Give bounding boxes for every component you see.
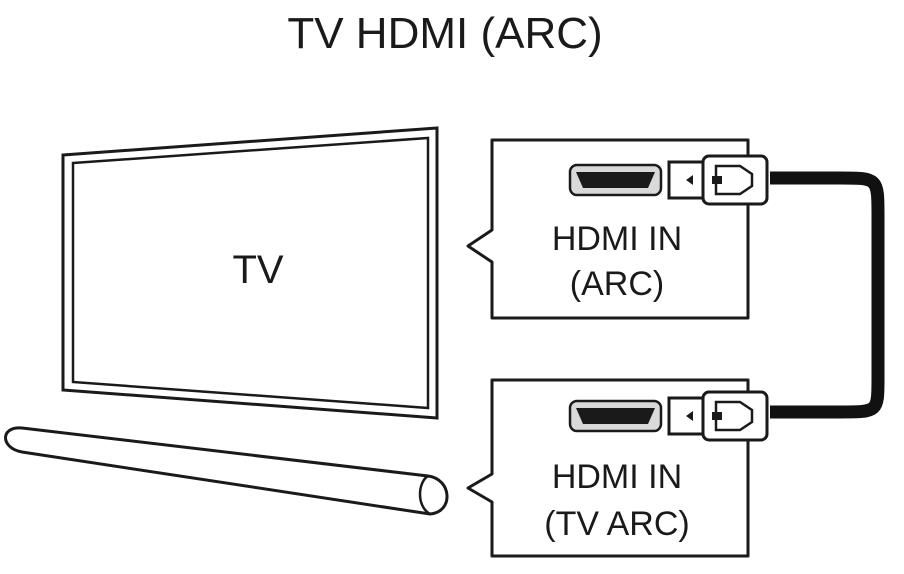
hdmi-port-icon [568, 163, 663, 197]
diagram-title: TV HDMI (ARC) [287, 9, 602, 58]
hdmi-plug-icon [667, 154, 769, 206]
hdmi-cable-icon [770, 171, 885, 419]
tv-icon: TV [61, 126, 439, 420]
tv-hdmi-panel: HDMI IN (ARC) [466, 138, 769, 320]
tv-panel-label-line1: HDMI IN [552, 220, 682, 258]
soundbar-panel-label-line1: HDMI IN [552, 458, 682, 496]
tv-label: TV [232, 248, 283, 292]
soundbar-icon [4, 426, 449, 516]
hdmi-port-icon [568, 399, 663, 433]
soundbar-panel-label-line2: (TV ARC) [544, 505, 689, 543]
soundbar-hdmi-panel: HDMI IN (TV ARC) [466, 378, 769, 558]
tv-panel-label-line2: (ARC) [570, 265, 664, 303]
hdmi-plug-icon [667, 390, 769, 442]
